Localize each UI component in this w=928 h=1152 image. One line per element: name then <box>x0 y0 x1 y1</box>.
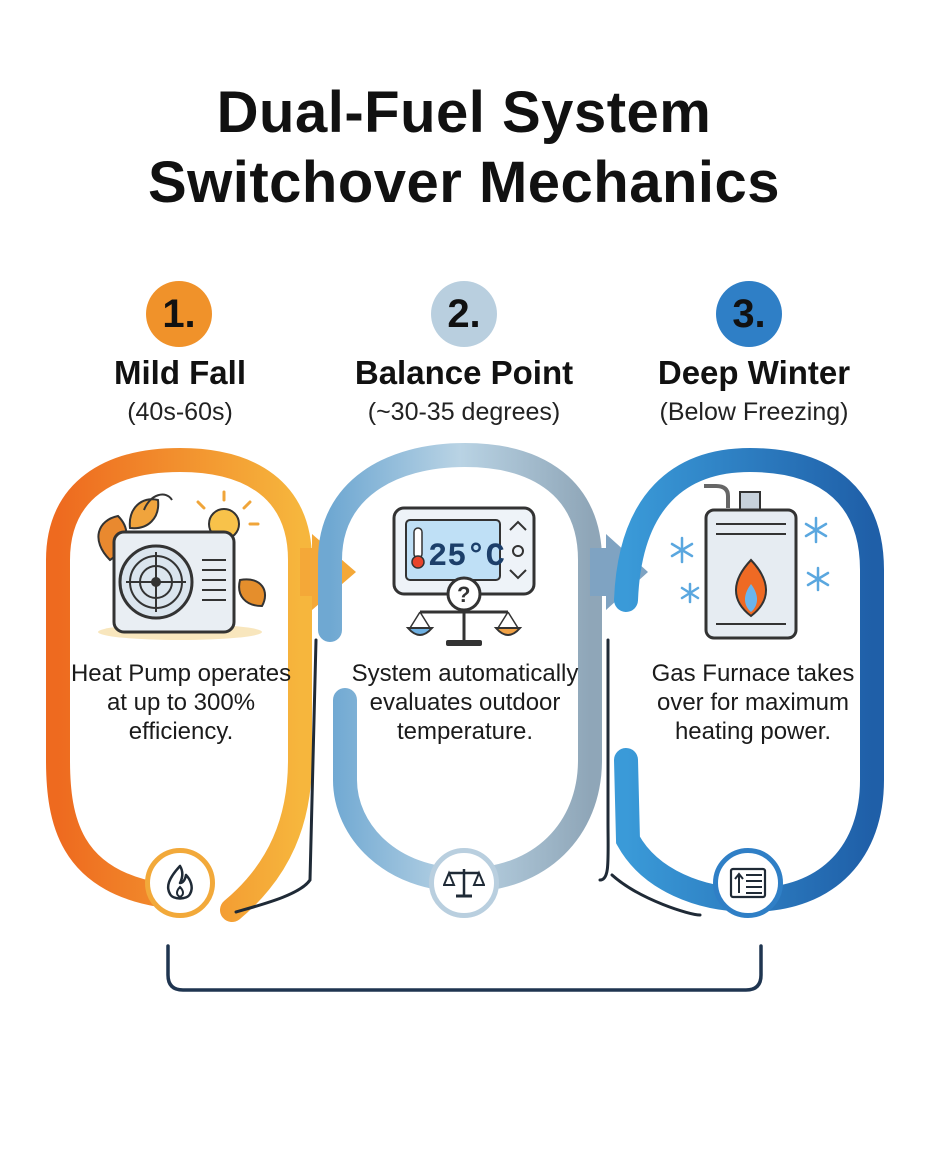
stage-2-number: 2. <box>431 281 497 347</box>
stage-3-loop <box>614 447 884 913</box>
stage-1-description: Heat Pump operates at up to 300% efficie… <box>70 660 292 745</box>
temperature-exchange-icon <box>729 867 767 899</box>
stage-2-description: System automatically evaluates outdoor t… <box>351 660 579 745</box>
flame-icon <box>166 864 193 900</box>
stage-1-loop <box>46 447 312 922</box>
stage-1-title: Mild Fall <box>114 354 246 391</box>
stage-2-title: Balance Point <box>354 354 574 391</box>
stage-3-number: 3. <box>716 281 782 347</box>
heat-pump-icon <box>97 490 267 640</box>
stage-2-subtitle: (~30-35 degrees) <box>367 398 561 426</box>
stage-1-subtitle: (40s-60s) <box>127 398 233 426</box>
title-line-1: Dual-Fuel System <box>216 80 712 145</box>
stage-1-header: Mild Fall (40s-60s) <box>30 356 330 427</box>
stage-3-subtitle: (Below Freezing) <box>659 398 849 426</box>
stage-3-description: Gas Furnace takes over for maximum heati… <box>651 660 855 745</box>
thermostat-scale-icon: 25°C ? <box>392 506 536 646</box>
stage-3-header: Deep Winter (Below Freezing) <box>604 356 904 427</box>
gas-furnace-icon <box>670 484 830 640</box>
scale-icon <box>443 869 485 898</box>
bottom-bracket <box>166 944 763 992</box>
snowflake-icon <box>670 516 830 604</box>
stage-3-badge <box>713 848 783 918</box>
title-line-2: Switchover Mechanics <box>147 150 781 215</box>
stage-2-badge <box>429 848 499 918</box>
stage-3-title: Deep Winter <box>657 354 851 391</box>
svg-text:?: ? <box>457 582 470 607</box>
thermostat-display: 25°C <box>428 538 505 575</box>
stage-1-badge <box>145 848 215 918</box>
stage-1-number: 1. <box>146 281 212 347</box>
stage-2-header: Balance Point (~30-35 degrees) <box>314 356 614 427</box>
